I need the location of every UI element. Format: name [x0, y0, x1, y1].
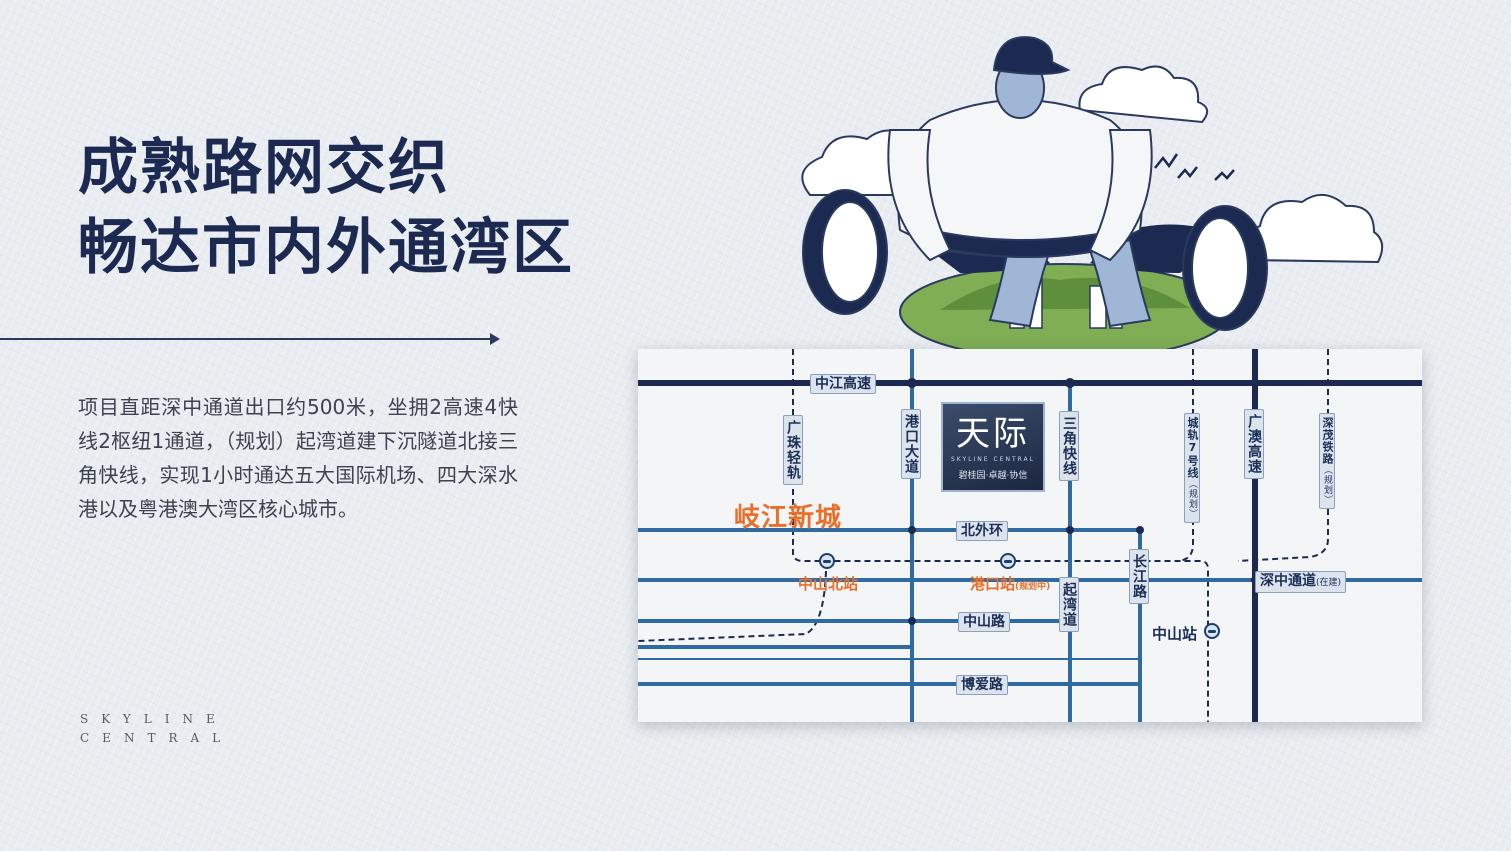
headline: 成熟路网交织 畅达市内外通湾区 [78, 128, 574, 288]
label-chengui7-text: 城轨7号线 [1186, 417, 1199, 479]
label-boai: 博爱路 [956, 675, 1008, 695]
label-chengui7: 城轨7号线（规划） [1184, 413, 1200, 523]
label-zhongshan-road: 中山路 [958, 612, 1010, 632]
headline-line-1: 成熟路网交织 [78, 133, 450, 203]
label-shenzhong-text: 深中通道 [1260, 573, 1316, 589]
headline-line-2: 畅达市内外通湾区 [78, 213, 574, 283]
station-zhongshan: 中山站 [1152, 625, 1198, 643]
label-guangzhu: 广珠轻轨 [783, 415, 803, 485]
body-paragraph: 项目直距深中通道出口约500米，坐拥2高速4快线2枢纽1通道，（规划）起湾道建下… [78, 395, 518, 521]
label-shenzhong: 深中通道(在建) [1255, 571, 1347, 593]
cloud-right-top-icon [1078, 65, 1209, 124]
label-guangao: 广澳高速 [1244, 409, 1264, 479]
brand-line-2: CENTRAL [80, 731, 234, 745]
rail-shenmao [1237, 349, 1329, 562]
logo-english: SKYLINE CENTRAL [951, 456, 1035, 463]
giant-figure-illustration [801, 36, 1384, 360]
divider-arrow-icon [490, 333, 500, 345]
location-map: 天际 SKYLINE CENTRAL 碧桂园·卓越·协信 岐江新城 中江高速 广… [638, 349, 1422, 722]
station-gangkou-name: 港口站 [970, 575, 1016, 593]
label-beiwaihuan: 北外环 [956, 521, 1008, 541]
divider-line [0, 338, 498, 340]
train-station-icon [819, 553, 835, 569]
figure-shoes-icon [802, 189, 1268, 331]
label-zhongjiang: 中江高速 [810, 374, 876, 394]
station-zhongshan-north: 中山北站 [798, 575, 859, 593]
label-gangkou-road: 港口大道 [901, 409, 921, 479]
rail-spur [638, 570, 827, 642]
label-chengui7-note: （规划） [1187, 479, 1197, 519]
logo-name: 天际 [956, 414, 1030, 454]
train-station-icon [1204, 623, 1220, 639]
figure-torso-icon [887, 99, 1153, 262]
brand-line-1: SKYLINE [80, 712, 228, 726]
label-sanjiao: 三角快线 [1059, 411, 1079, 481]
rail-guangzhu [792, 349, 1209, 722]
district-label: 岐江新城 [734, 503, 843, 533]
project-logo: 天际 SKYLINE CENTRAL 碧桂园·卓越·协信 [941, 402, 1045, 492]
station-gangkou: 港口站(规划中) [970, 573, 1050, 594]
station-gangkou-note: (规划中) [1015, 582, 1051, 592]
label-shenmao-text: 深茂铁路 [1321, 417, 1334, 465]
label-changjiang: 长江路 [1129, 549, 1149, 604]
logo-developers: 碧桂园·卓越·协信 [958, 471, 1028, 481]
label-shenmao-note: （规划） [1322, 465, 1332, 505]
green-hill-city-icon [899, 263, 1231, 360]
rail-chengui7 [1175, 349, 1194, 562]
label-shenmao: 深茂铁路（规划） [1319, 413, 1335, 509]
birds-icon [1154, 153, 1235, 181]
train-station-icon [1000, 553, 1016, 569]
label-qiwan: 起湾道 [1059, 577, 1079, 632]
brand-wordmark: SKYLINE CENTRAL [80, 710, 233, 748]
label-shenzhong-note: (在建) [1316, 578, 1342, 588]
figure-head-icon [992, 36, 1071, 119]
